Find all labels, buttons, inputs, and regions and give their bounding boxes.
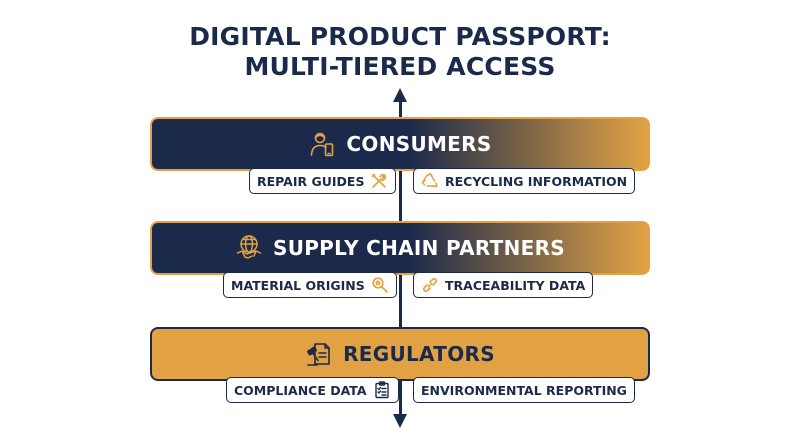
globe-handshake-icon: [235, 234, 263, 262]
item-repair-guides: REPAIR GUIDES: [249, 168, 397, 194]
item-repair-guides-label: REPAIR GUIDES: [257, 173, 365, 189]
recycle-icon: [421, 172, 439, 190]
magnifier-icon: [371, 276, 389, 294]
item-environmental-reporting-label: ENVIRONMENTAL REPORTING: [421, 382, 627, 398]
item-compliance-data-label: COMPLIANCE DATA: [234, 382, 367, 398]
tier-consumers-label: CONSUMERS: [346, 132, 492, 156]
item-traceability-data: TRACEABILITY DATA: [413, 272, 594, 298]
tier-supply-chain-partners-band: SUPPLY CHAIN PARTNERS: [150, 221, 650, 275]
gavel-document-icon: [305, 340, 333, 368]
arrow-down-icon: [393, 414, 407, 428]
tier-supply-chain-partners-label: SUPPLY CHAIN PARTNERS: [272, 236, 566, 260]
item-traceability-data-label: TRACEABILITY DATA: [445, 277, 586, 293]
item-compliance-data: COMPLIANCE DATA: [226, 377, 399, 403]
diagram-title: DIGITAL PRODUCT PASSPORT: MULTI-TIERED A…: [0, 22, 800, 82]
user-phone-icon: [308, 130, 336, 158]
item-recycling-information: RECYCLING INFORMATION: [413, 168, 636, 194]
checklist-icon: [373, 381, 391, 399]
title-line-2: MULTI-TIERED ACCESS: [244, 52, 556, 81]
tier-regulators-band: REGULATORS: [150, 327, 650, 381]
item-material-origins-label: MATERIAL ORIGINS: [231, 277, 365, 293]
arrow-up-icon: [393, 88, 407, 102]
title-line-1: DIGITAL PRODUCT PASSPORT:: [189, 22, 611, 51]
tier-regulators-label: REGULATORS: [343, 342, 495, 366]
tools-icon: [370, 172, 388, 190]
tier-consumers-band: CONSUMERS: [150, 117, 650, 171]
item-environmental-reporting: ENVIRONMENTAL REPORTING: [413, 377, 635, 403]
link-icon: [421, 276, 439, 294]
item-recycling-information-label: RECYCLING INFORMATION: [445, 173, 628, 189]
item-material-origins: MATERIAL ORIGINS: [223, 272, 397, 298]
